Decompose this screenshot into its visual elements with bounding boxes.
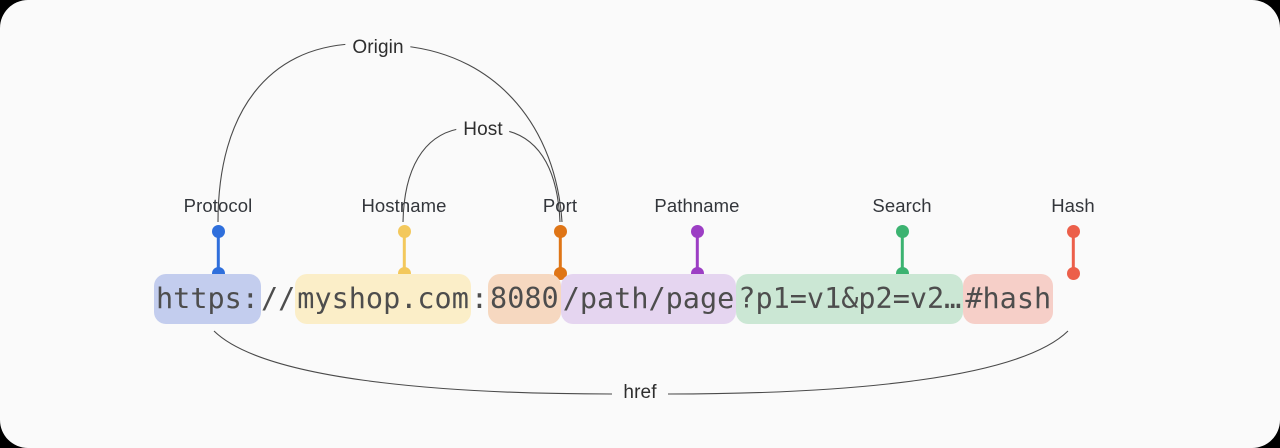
connector-pin-protocol (211, 225, 225, 280)
arc-href-right (667, 330, 1069, 395)
segment-label-hostname: Hostname (361, 195, 447, 216)
segment-label-pathname: Pathname (654, 195, 740, 216)
pin-dot-top (211, 225, 225, 238)
segment-label-protocol: Protocol (183, 195, 253, 216)
pin-dot-top (895, 225, 909, 238)
url-segment-search[interactable]: ?p1=v1&p2=v2… (736, 274, 964, 324)
pin-stem (402, 230, 406, 275)
connector-pin-hash (1066, 225, 1080, 280)
pin-dot-top (553, 225, 567, 238)
url-segment-hash[interactable]: #hash (963, 274, 1054, 324)
pin-stem (900, 230, 904, 275)
segment-label-search: Search (872, 195, 932, 216)
url-separator-slashes: // (260, 282, 296, 315)
arc-href-left (213, 330, 613, 395)
connector-pin-hostname (397, 225, 411, 280)
pin-stem (558, 230, 562, 275)
url-segment-port[interactable]: 8080 (488, 274, 561, 324)
pin-dot-top (397, 225, 411, 238)
connector-pin-pathname (690, 225, 704, 280)
url-separator-colon: : (470, 282, 489, 315)
segment-label-hash: Hash (1051, 195, 1095, 216)
arc-label-origin: Origin (345, 37, 411, 59)
url-bar-inner: https://myshop.com:8080/path/page?p1=v1&… (154, 274, 1054, 324)
pin-dot-bottom (1066, 267, 1080, 280)
arc-label-host: Host (456, 119, 510, 141)
pin-stem (216, 230, 220, 275)
url-segment-protocol[interactable]: https: (154, 274, 261, 324)
url-bar: https://myshop.com:8080/path/page?p1=v1&… (0, 274, 1280, 324)
arc-label-href: href (616, 382, 664, 404)
pin-stem (1071, 230, 1075, 275)
connector-pin-search (895, 225, 909, 280)
url-segment-hostname[interactable]: myshop.com (295, 274, 471, 324)
pin-dot-top (1066, 225, 1080, 238)
pin-dot-top (690, 225, 704, 238)
segment-label-port: Port (542, 195, 578, 216)
pin-stem (695, 230, 699, 275)
connector-pin-port (553, 225, 567, 280)
url-segment-pathname[interactable]: /path/page (560, 274, 737, 324)
